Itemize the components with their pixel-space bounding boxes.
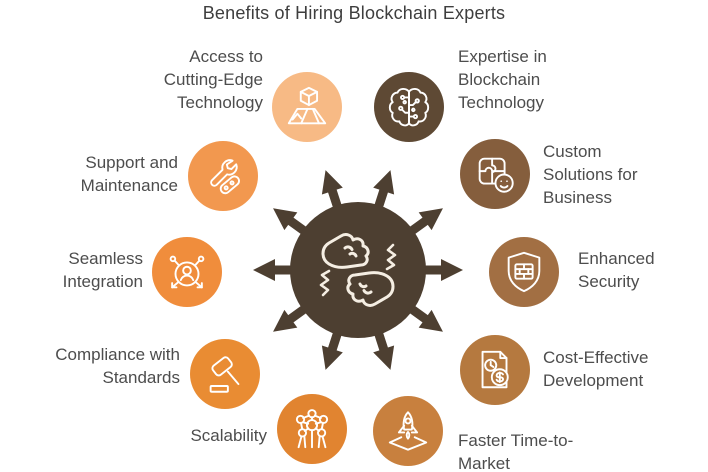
wrench-tools-icon: [210, 159, 240, 195]
gavel-icon: [209, 356, 240, 393]
benefit-circle-seamless-integration: [152, 237, 222, 307]
brain-circuit-icon: [388, 87, 430, 127]
benefit-label-custom-solutions: Custom Solutions for Business: [543, 142, 638, 207]
benefit-label-faster-time: Faster Time-to- Market: [458, 431, 574, 472]
benefit-circle-scalability: [277, 394, 347, 464]
benefit-label-access-cutting-edge: Access to Cutting-Edge Technology: [163, 47, 263, 112]
shield-firewall-icon: [507, 251, 541, 293]
benefit-circle-access-cutting-edge: [272, 72, 342, 142]
benefit-circle-expertise-blockchain: [374, 72, 444, 142]
benefit-circle-compliance-standards: [190, 339, 260, 409]
document-cost-icon: [481, 350, 509, 389]
central-hub: [253, 166, 463, 374]
fist-bump-hands-icon: [319, 233, 397, 307]
benefit-label-enhanced-security: Enhanced Security: [578, 249, 655, 291]
benefit-label-expertise-blockchain: Expertise in Blockchain Technology: [458, 47, 547, 112]
cube-on-map-icon: [287, 86, 327, 125]
benefit-label-cost-effective: Cost-Effective Development: [543, 348, 649, 390]
benefit-label-compliance-standards: Compliance with Standards: [55, 345, 180, 387]
puzzle-smiley-icon: [478, 157, 514, 193]
network-nodes-icon: [295, 409, 329, 449]
benefit-circle-support-maintenance: [188, 141, 258, 211]
person-network-icon: [169, 255, 205, 289]
benefit-circle-faster-time: [373, 396, 443, 466]
hub-arrows: [253, 166, 463, 374]
benefit-circle-cost-effective: [460, 335, 530, 405]
benefit-label-support-maintenance: Support and Maintenance: [80, 153, 178, 195]
benefit-label-seamless-integration: Seamless Integration: [62, 249, 143, 291]
page-title: Benefits of Hiring Blockchain Experts: [202, 3, 506, 23]
rocket-launch-icon: [388, 411, 428, 451]
benefit-label-scalability: Scalability: [190, 426, 267, 445]
benefit-circle-custom-solutions: [460, 139, 530, 209]
benefit-circle-enhanced-security: [489, 237, 559, 307]
